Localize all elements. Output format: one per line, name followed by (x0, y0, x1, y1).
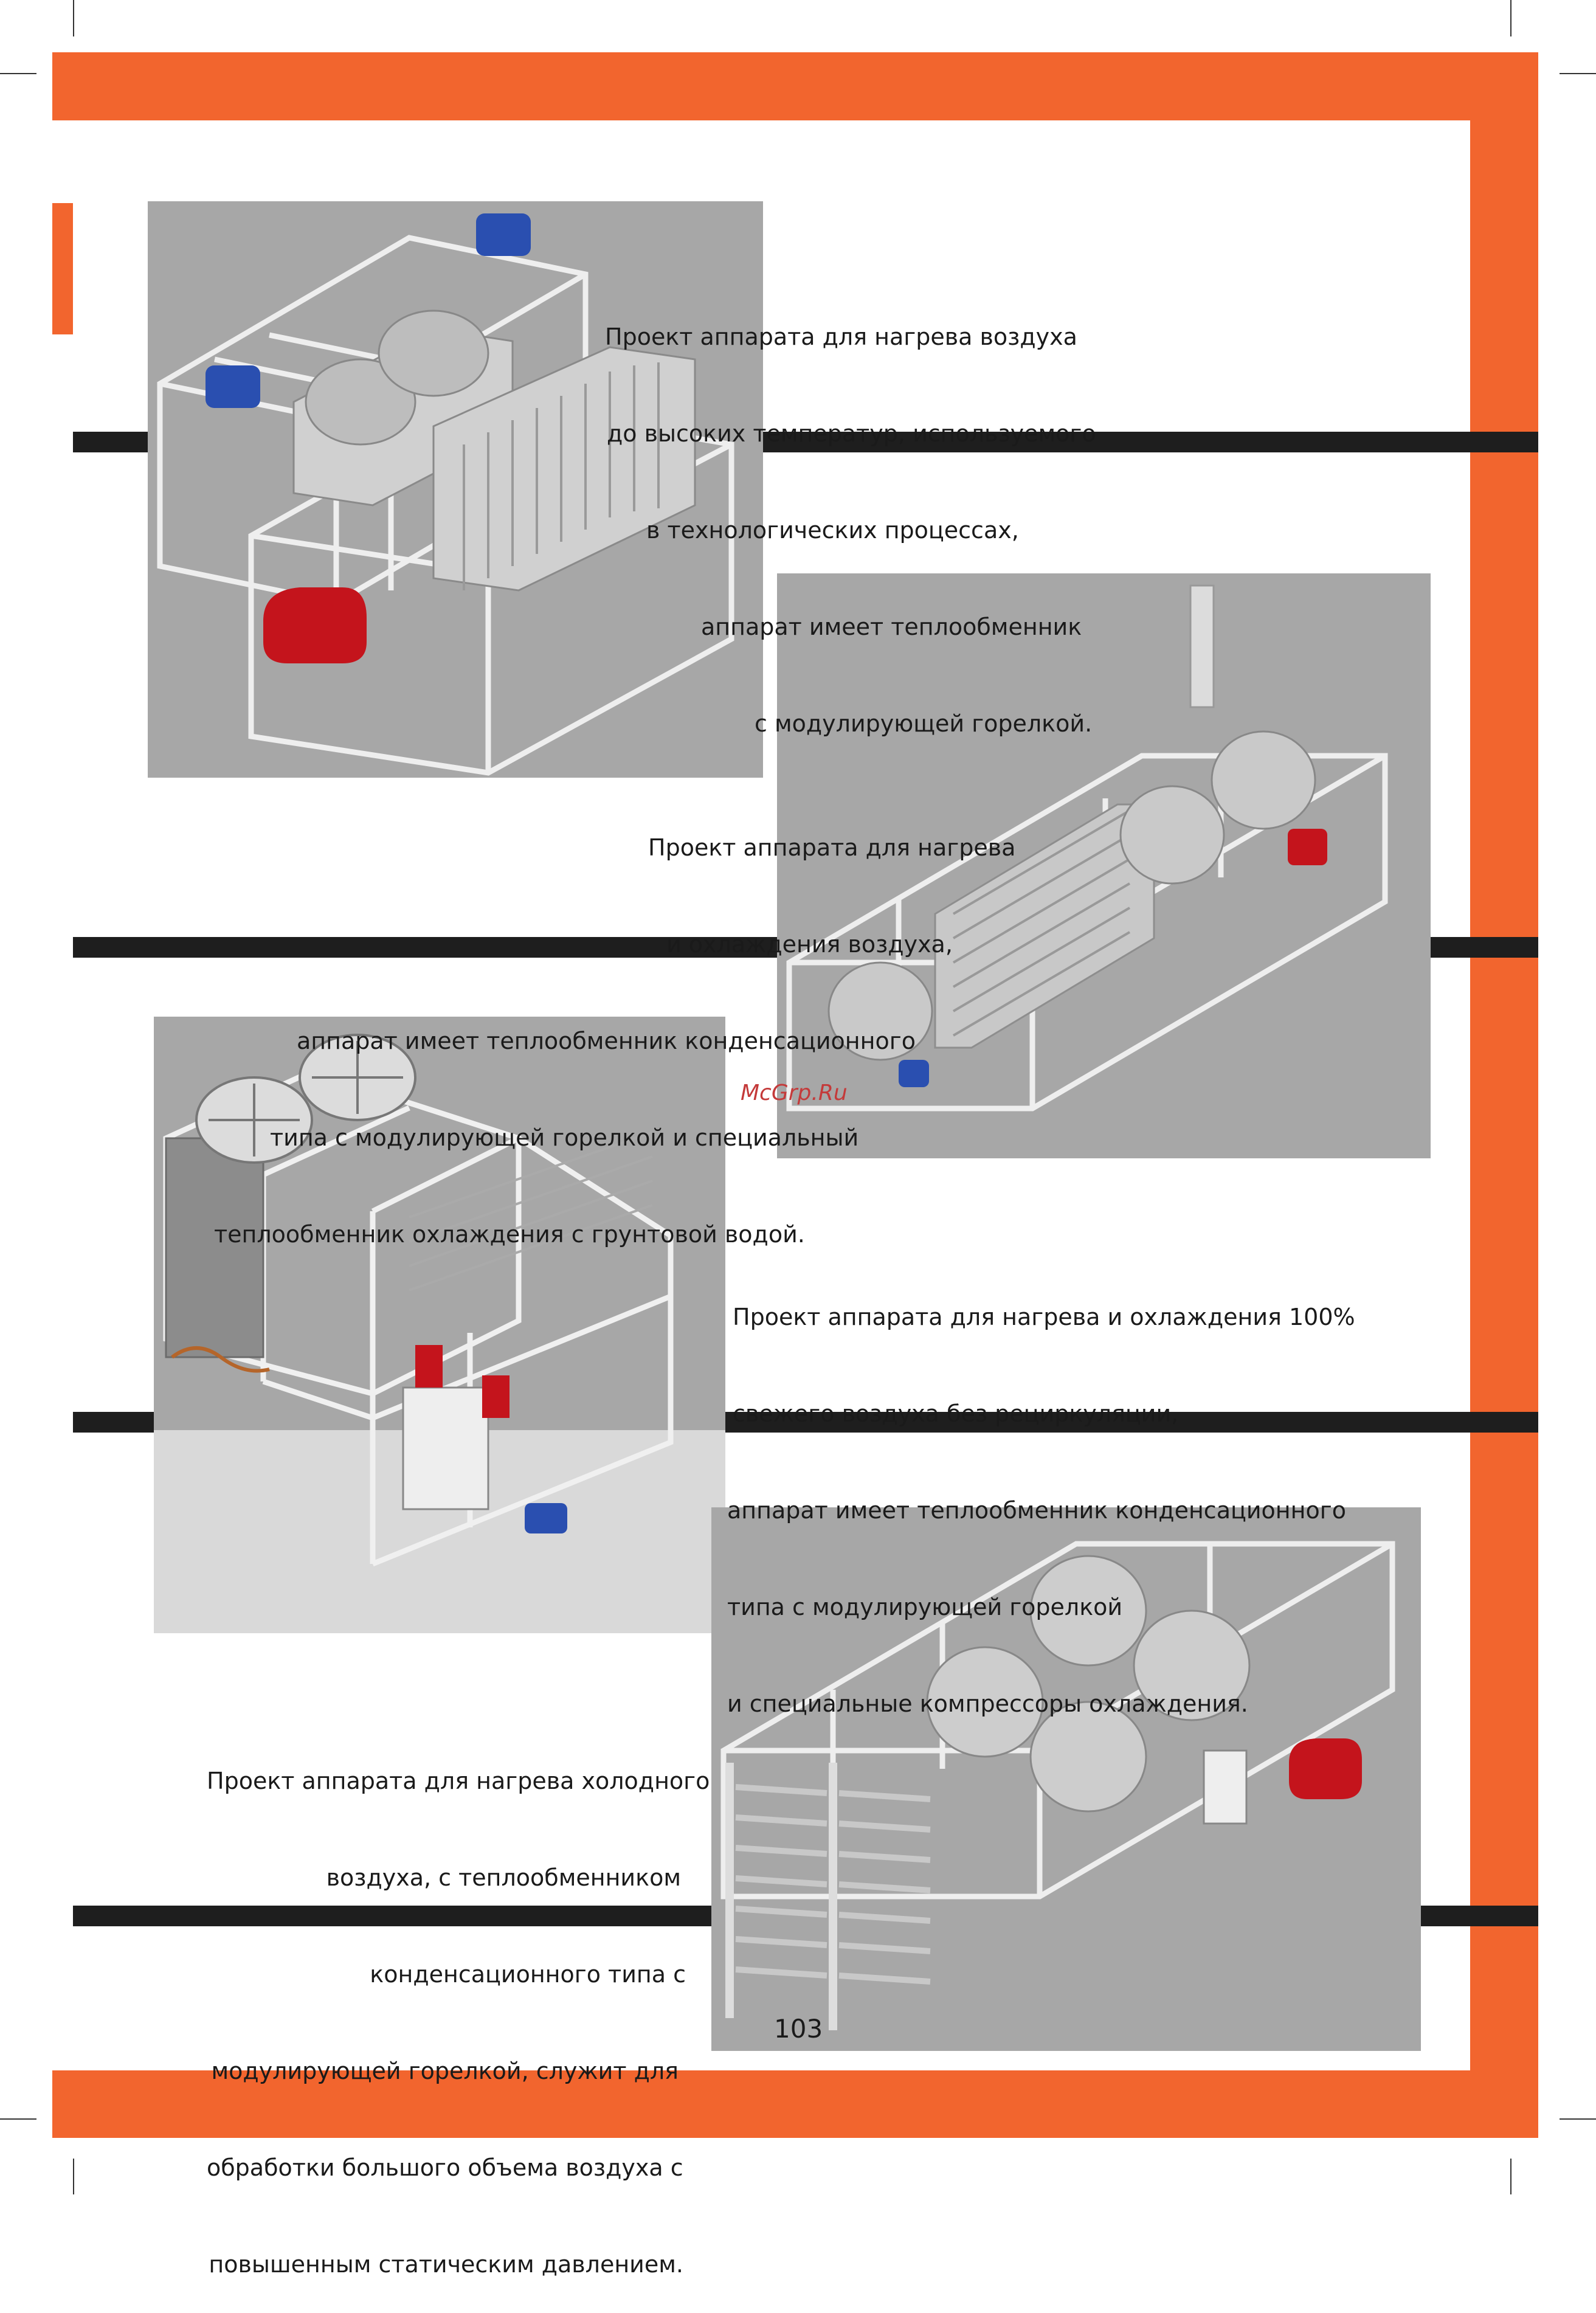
caption-line: модулирующей горелкой, служит для (211, 2058, 679, 2084)
fan-housing-1 (305, 358, 416, 446)
caption-line: типа с модулирующей горелкой (727, 1594, 1123, 1620)
fan-housing-9 (1133, 1609, 1251, 1721)
caption-line: типа с модулирующей горелкой и специальн… (270, 1124, 859, 1151)
unit-drawing-3 (154, 1017, 725, 1567)
caption-line: Проект аппарата для нагрева воздуха (605, 323, 1077, 350)
caption-line: теплообменник охлаждения с грунтовой вод… (214, 1221, 805, 1248)
bottom-orange-band (52, 2070, 1538, 2138)
caption-line: до высоких температур, используемого (607, 420, 1096, 447)
control-cabinet (402, 1386, 489, 1510)
unit-drawing-4 (720, 1541, 1395, 2030)
caption-line: Проект аппарата для нагрева (648, 834, 1016, 861)
burner-red (263, 587, 367, 663)
render-image-2 (777, 573, 1431, 1158)
burner-red-2 (1288, 829, 1327, 865)
caption-line: аппарат имеет теплообменник конденсацион… (297, 1028, 916, 1054)
top-orange-band (52, 52, 1538, 120)
motor-blue-4 (525, 1503, 567, 1533)
caption-line: и специальные компрессоры охлаждения. (727, 1690, 1248, 1717)
project-caption-4: Проект аппарата для нагрева холодного во… (207, 1701, 710, 2313)
caption-line: в технологических процессах, (646, 517, 1019, 544)
caption-line: обработки большого объема воздуха с (207, 2154, 683, 2181)
caption-line: свежего воздуха без рециркуляции, (733, 1400, 1179, 1427)
fan-housing-5 (1211, 730, 1316, 830)
crop-mark (1510, 0, 1511, 36)
motor-blue-1 (206, 365, 260, 408)
burner-red-5 (1289, 1738, 1362, 1799)
caption-line: с модулирующей горелкой. (755, 710, 1093, 737)
render-image-3 (154, 1017, 725, 1633)
caption-line: воздуха, с теплообменником (326, 1864, 681, 1891)
caption-line: конденсационного типа с (370, 1961, 686, 1988)
compressor-piping (171, 1346, 270, 1373)
project-caption-3: Проект аппарата для нагрева и охлаждения… (727, 1237, 1355, 1752)
fan-housing-4 (1119, 785, 1225, 885)
fan-housing-6 (926, 1646, 1044, 1758)
crop-mark (0, 2118, 36, 2120)
motor-blue-3 (899, 1060, 929, 1087)
project-caption-1: Проект аппарата для нагрева воздуха до в… (605, 257, 1096, 772)
caption-line: аппарат имеет теплообменник (701, 614, 1082, 640)
control-box (1203, 1749, 1248, 1825)
unit-drawing-2 (786, 584, 1388, 1112)
left-orange-tab (52, 203, 73, 334)
right-orange-border (1470, 52, 1538, 2138)
caption-line: и охлаждения воздуха, (666, 931, 953, 958)
render-image-4 (711, 1507, 1421, 2051)
crop-mark (0, 73, 36, 74)
fan-housing-3 (827, 961, 933, 1061)
crop-mark (1560, 2118, 1596, 2120)
fan-housing-7 (1029, 1701, 1147, 1813)
watermark: McGrp.Ru (741, 1080, 848, 1105)
condenser-block (165, 1137, 264, 1358)
fan-housing-8 (1029, 1555, 1147, 1667)
page-number: 103 (774, 2014, 823, 2044)
exhaust-flue (1189, 584, 1215, 708)
crop-mark (1510, 2159, 1511, 2194)
crop-mark (73, 2159, 74, 2194)
caption-line: Проект аппарата для нагрева и охлаждения… (733, 1304, 1355, 1330)
burner-red-3 (415, 1345, 443, 1388)
render-image-1 (148, 201, 763, 778)
condenser-fan-2 (299, 1034, 416, 1121)
motor-blue-2 (476, 213, 531, 256)
fan-housing-2 (378, 309, 489, 397)
project-caption-2: Проект аппарата для нагрева и охлаждения… (214, 767, 1015, 1283)
unit-drawing-1 (157, 213, 734, 776)
caption-line: Проект аппарата для нагрева холодного (207, 1768, 710, 1794)
burner-red-4 (482, 1375, 510, 1418)
crop-mark (73, 0, 74, 36)
caption-line: аппарат имеет теплообменник конденсацион… (727, 1497, 1346, 1524)
caption-line: повышенным статическим давлением. (209, 2251, 683, 2278)
crop-mark (1560, 73, 1596, 74)
condenser-fan-1 (195, 1076, 313, 1164)
